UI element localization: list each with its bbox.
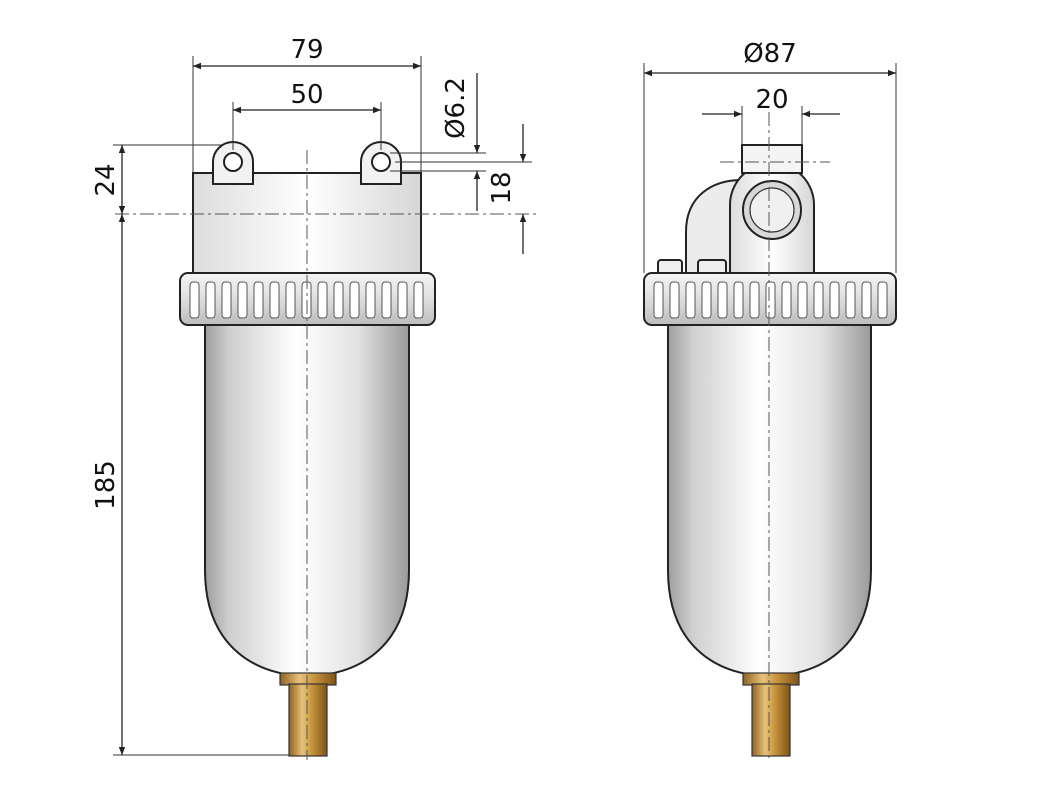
dim-text-18: 18 xyxy=(487,171,517,204)
knurl-rib xyxy=(205,281,216,319)
side-port-top xyxy=(741,144,803,174)
dim-text-87: Ø87 xyxy=(743,39,797,69)
knurl-rib xyxy=(317,281,328,319)
knurl-rib xyxy=(813,281,824,319)
knurl-rib xyxy=(749,281,760,319)
dim-text-24: 24 xyxy=(91,163,121,196)
dim-hole-diameter: Ø6.2 xyxy=(390,73,486,211)
knurl-rib xyxy=(397,281,408,319)
side-drain-valve xyxy=(742,672,800,757)
knurl-rib xyxy=(877,281,888,319)
dim-hole-spacing: 50 xyxy=(232,80,382,150)
knurl-rib xyxy=(717,281,728,319)
knurl-rib xyxy=(861,281,872,319)
dim-text-185: 185 xyxy=(91,460,121,510)
knurl-rib xyxy=(781,281,792,319)
knurl-rib xyxy=(269,281,280,319)
dim-head-height: 24 xyxy=(91,144,222,214)
knurl-rib xyxy=(701,281,712,319)
dim-hole-offset: 18 xyxy=(395,124,532,254)
front-view xyxy=(115,141,540,760)
knurl-rib xyxy=(237,281,248,319)
dim-text-79: 79 xyxy=(290,35,323,65)
knurl-rib xyxy=(797,281,808,319)
dim-bowl-diameter: Ø87 xyxy=(643,39,897,273)
knurl-rib xyxy=(845,281,856,319)
side-view xyxy=(643,112,897,760)
knurl-rib xyxy=(653,281,664,319)
knurl-rib xyxy=(221,281,232,319)
front-drain-valve xyxy=(279,672,337,757)
dim-port-width: 20 xyxy=(702,85,840,145)
dim-text-20: 20 xyxy=(755,85,788,115)
knurl-rib xyxy=(333,281,344,319)
knurl-rib xyxy=(349,281,360,319)
dim-text-50: 50 xyxy=(290,80,323,110)
knurl-rib xyxy=(189,281,200,319)
knurl-rib xyxy=(365,281,376,319)
knurl-rib xyxy=(669,281,680,319)
knurl-rib xyxy=(381,281,392,319)
knurl-rib xyxy=(733,281,744,319)
knurl-rib xyxy=(765,281,776,319)
knurl-rib xyxy=(829,281,840,319)
knurl-rib xyxy=(285,281,296,319)
knurl-rib xyxy=(253,281,264,319)
knurl-rib xyxy=(685,281,696,319)
dim-total-height: 185 xyxy=(91,214,289,756)
knurl-rib xyxy=(413,281,424,319)
front-ring-ribs xyxy=(189,281,424,319)
dim-text-6-2: Ø6.2 xyxy=(441,77,471,139)
side-ring-ribs xyxy=(653,281,888,319)
